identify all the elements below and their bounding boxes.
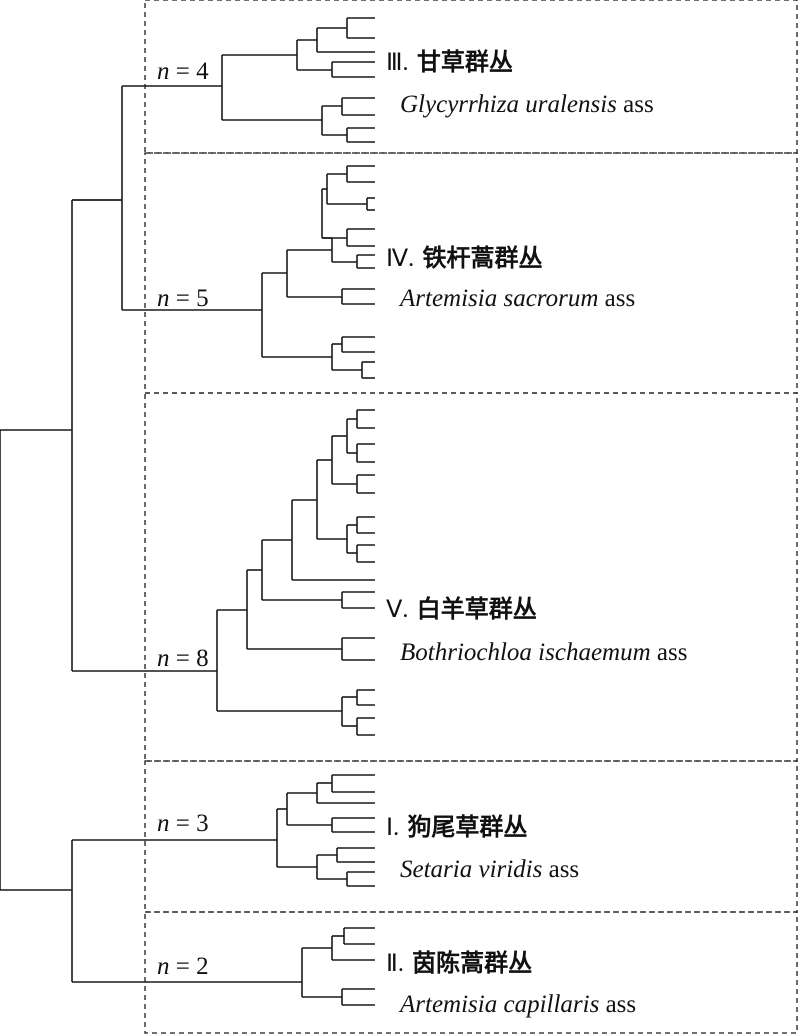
group-iv-count: n = 5 <box>157 285 209 312</box>
group-v-box <box>144 392 798 762</box>
group-v-count: n = 8 <box>157 645 209 672</box>
group-ii-box <box>144 911 798 1034</box>
group-iv-box <box>144 152 798 394</box>
group-iii-count: n = 4 <box>157 58 209 85</box>
group-ii-chinese-name: Ⅱ. 茵陈蒿群丛 <box>386 949 532 977</box>
group-v-latin-name: Bothriochloa ischaemum ass <box>400 639 687 666</box>
group-ii-count: n = 2 <box>157 953 209 980</box>
group-i-latin-name: Setaria viridis ass <box>400 856 579 883</box>
group-v-chinese-name: Ⅴ. 白羊草群丛 <box>386 595 537 623</box>
group-i-chinese-name: Ⅰ. 狗尾草群丛 <box>386 813 527 841</box>
dendrogram-branches <box>0 17 375 1006</box>
group-iv-chinese-name: Ⅳ. 铁杆蒿群丛 <box>386 244 543 272</box>
group-i-count: n = 3 <box>157 810 209 837</box>
group-iii-latin-name: Glycyrrhiza uralensis ass <box>400 91 654 118</box>
group-iii-box <box>144 0 798 154</box>
group-iv-latin-name: Artemisia sacrorum ass <box>398 285 635 312</box>
group-ii-latin-name: Artemisia capillaris ass <box>398 991 636 1018</box>
group-iii-chinese-name: Ⅲ. 甘草群丛 <box>386 48 513 76</box>
group-boxes <box>144 0 798 1034</box>
